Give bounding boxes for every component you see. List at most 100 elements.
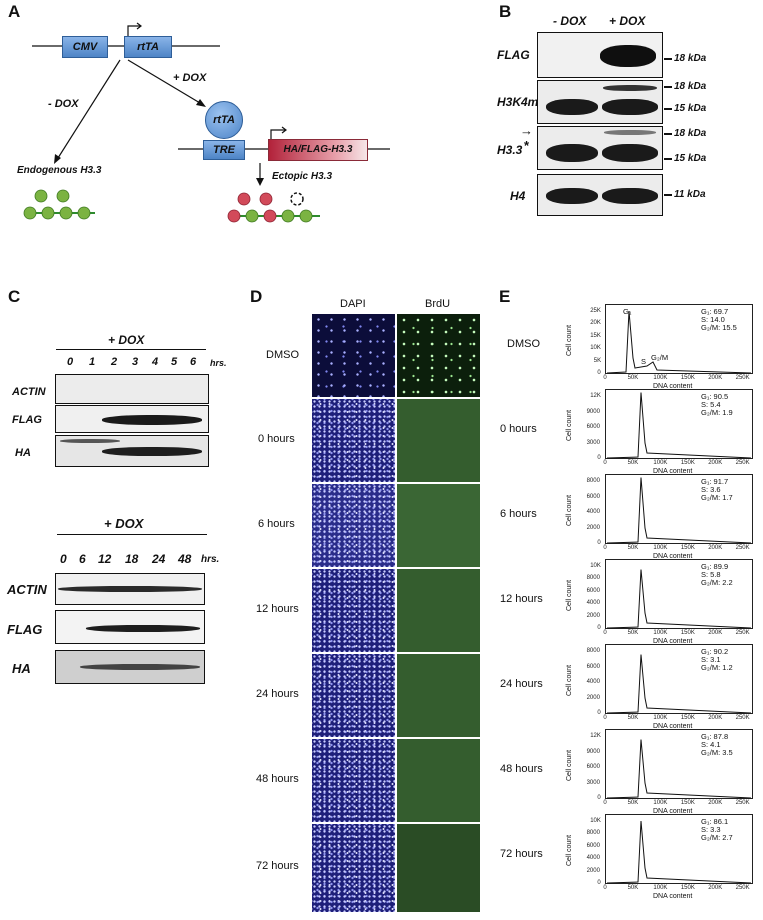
e-row-label: 12 hours (500, 593, 543, 605)
e-xtick: 50K (627, 460, 639, 466)
c-top-time-1: 1 (89, 356, 96, 368)
e-ytick: 5K (593, 357, 602, 364)
brdu-image (397, 399, 480, 482)
d-row-72h: 72 hours (256, 860, 299, 872)
e-ytick: 12K (590, 393, 601, 399)
e-ytick: 0 (597, 795, 601, 801)
rtta-protein-circle: rtTA (205, 101, 243, 139)
histogram-curve (606, 820, 752, 884)
e-ytick: 0 (597, 540, 601, 546)
rtta-gene-box: rtTA (124, 36, 172, 58)
histogram-line (606, 739, 752, 799)
c-top-time-5: 5 (171, 356, 178, 368)
e-dmso-peak-label: G₂/M (651, 353, 669, 362)
e-stat-g2m: G₂/M: 1.2 (701, 663, 733, 672)
c-bottom-header: + DOX (104, 516, 144, 531)
e-ylabel: Cell count (566, 749, 573, 781)
band (58, 586, 202, 592)
e-stat-g1: G₁: 87.8 (701, 732, 729, 741)
rtta-label: rtTA (137, 41, 159, 53)
e-xtick: 0 (603, 800, 607, 806)
dapi-image (312, 484, 395, 567)
e-xtick: 250K (735, 885, 750, 891)
e-stat-g1: G₁: 89.9 (701, 562, 729, 571)
e-ylabel: Cell count (566, 834, 573, 866)
e-ytick: 8000 (586, 575, 600, 582)
e-ytick: 8000 (586, 648, 600, 654)
e-row-label: 24 hours (500, 678, 543, 690)
histogram-plot (605, 559, 753, 629)
histogram-plot (605, 389, 753, 459)
e-xtick: 250K (735, 460, 750, 466)
c-bottom-label-ha: HA (12, 661, 31, 676)
e-xtick: 150K (680, 460, 695, 466)
e-ylabel: Cell count (566, 324, 573, 356)
histogram-plot (605, 644, 753, 714)
e-stat-g2m: G₂/M: 1.7 (701, 493, 733, 502)
e-xtick: 150K (680, 800, 695, 806)
e-xtick: 250K (735, 800, 750, 806)
band (600, 45, 656, 67)
cmv-promoter-box: CMV (62, 36, 108, 58)
e-stat-g2m: G₂/M: 2.2 (701, 578, 733, 587)
dapi-image (312, 824, 395, 912)
e-ytick: 6000 (586, 663, 600, 670)
e-ytick: 8000 (586, 478, 600, 484)
c-bottom-time-1: 6 (79, 552, 86, 566)
dapi-image (312, 654, 395, 737)
e-ytick: 3000 (586, 779, 600, 786)
e-xtick: 250K (735, 545, 750, 551)
e-ytick: 2000 (586, 612, 600, 619)
e-ylabel: Cell count (566, 664, 573, 696)
e-xtick: 50K (627, 545, 639, 551)
e-ytick: 6000 (586, 842, 600, 849)
c-bottom-label-flag: FLAG (7, 622, 43, 637)
e-ytick: 0 (597, 370, 601, 376)
e-xtick: 200K (708, 460, 723, 466)
e-stat-g1: G₁: 90.2 (701, 647, 729, 656)
e-xtick: 200K (708, 715, 723, 721)
histogram-line (606, 569, 752, 629)
arrow-marker: → (520, 123, 533, 138)
histogram-curve (606, 654, 752, 714)
endogenous-label: Endogenous H3.3 (17, 165, 102, 176)
e-xtick: 100K (653, 885, 668, 891)
e-dmso-peak-label: G₁ (623, 307, 632, 316)
dapi-image (312, 399, 395, 482)
e-xlabel: DNA content (653, 468, 693, 475)
e-xtick: 0 (603, 715, 607, 721)
panel-a-letter: A (8, 2, 21, 21)
cmv-label: CMV (72, 41, 98, 53)
brdu-image (397, 824, 480, 912)
histogram-line (606, 820, 752, 884)
e-ytick: 2000 (586, 524, 600, 531)
c-top-label-actin: ACTIN (12, 386, 46, 398)
e-row-label: 48 hours (500, 763, 543, 775)
d-row-48h: 48 hours (256, 773, 299, 785)
e-ytick: 6000 (586, 424, 600, 430)
blot-b-label-h33: H3.3 (497, 143, 523, 157)
e-row-label: 0 hours (500, 423, 537, 435)
e-stat-s: S: 14.0 (701, 315, 725, 324)
e-xtick: 0 (603, 885, 607, 891)
d-row-24h: 24 hours (256, 688, 299, 700)
e-stat-s: S: 3.6 (701, 485, 721, 494)
e-stat-g2m: G₂/M: 1.9 (701, 408, 733, 417)
histogram-curve (606, 739, 752, 799)
band (80, 664, 200, 670)
histogram-line (606, 310, 752, 374)
kda-flag-18: 18 kDa (674, 53, 707, 64)
e-stat-g1: G₁: 90.5 (701, 392, 729, 401)
e-ytick: 25K (590, 308, 601, 314)
histogram-line (606, 392, 752, 459)
c-bottom-label-actin: ACTIN (7, 582, 47, 597)
band (546, 144, 598, 162)
e-xtick: 100K (653, 460, 668, 466)
e-xtick: 150K (680, 545, 695, 551)
e-xlabel: DNA content (653, 638, 693, 645)
band (603, 85, 657, 91)
e-row-label: 6 hours (500, 508, 537, 520)
c-top-time-3: 3 (132, 356, 139, 368)
rtta-bubble-label: rtTA (213, 114, 235, 126)
e-xtick: 100K (653, 545, 668, 551)
